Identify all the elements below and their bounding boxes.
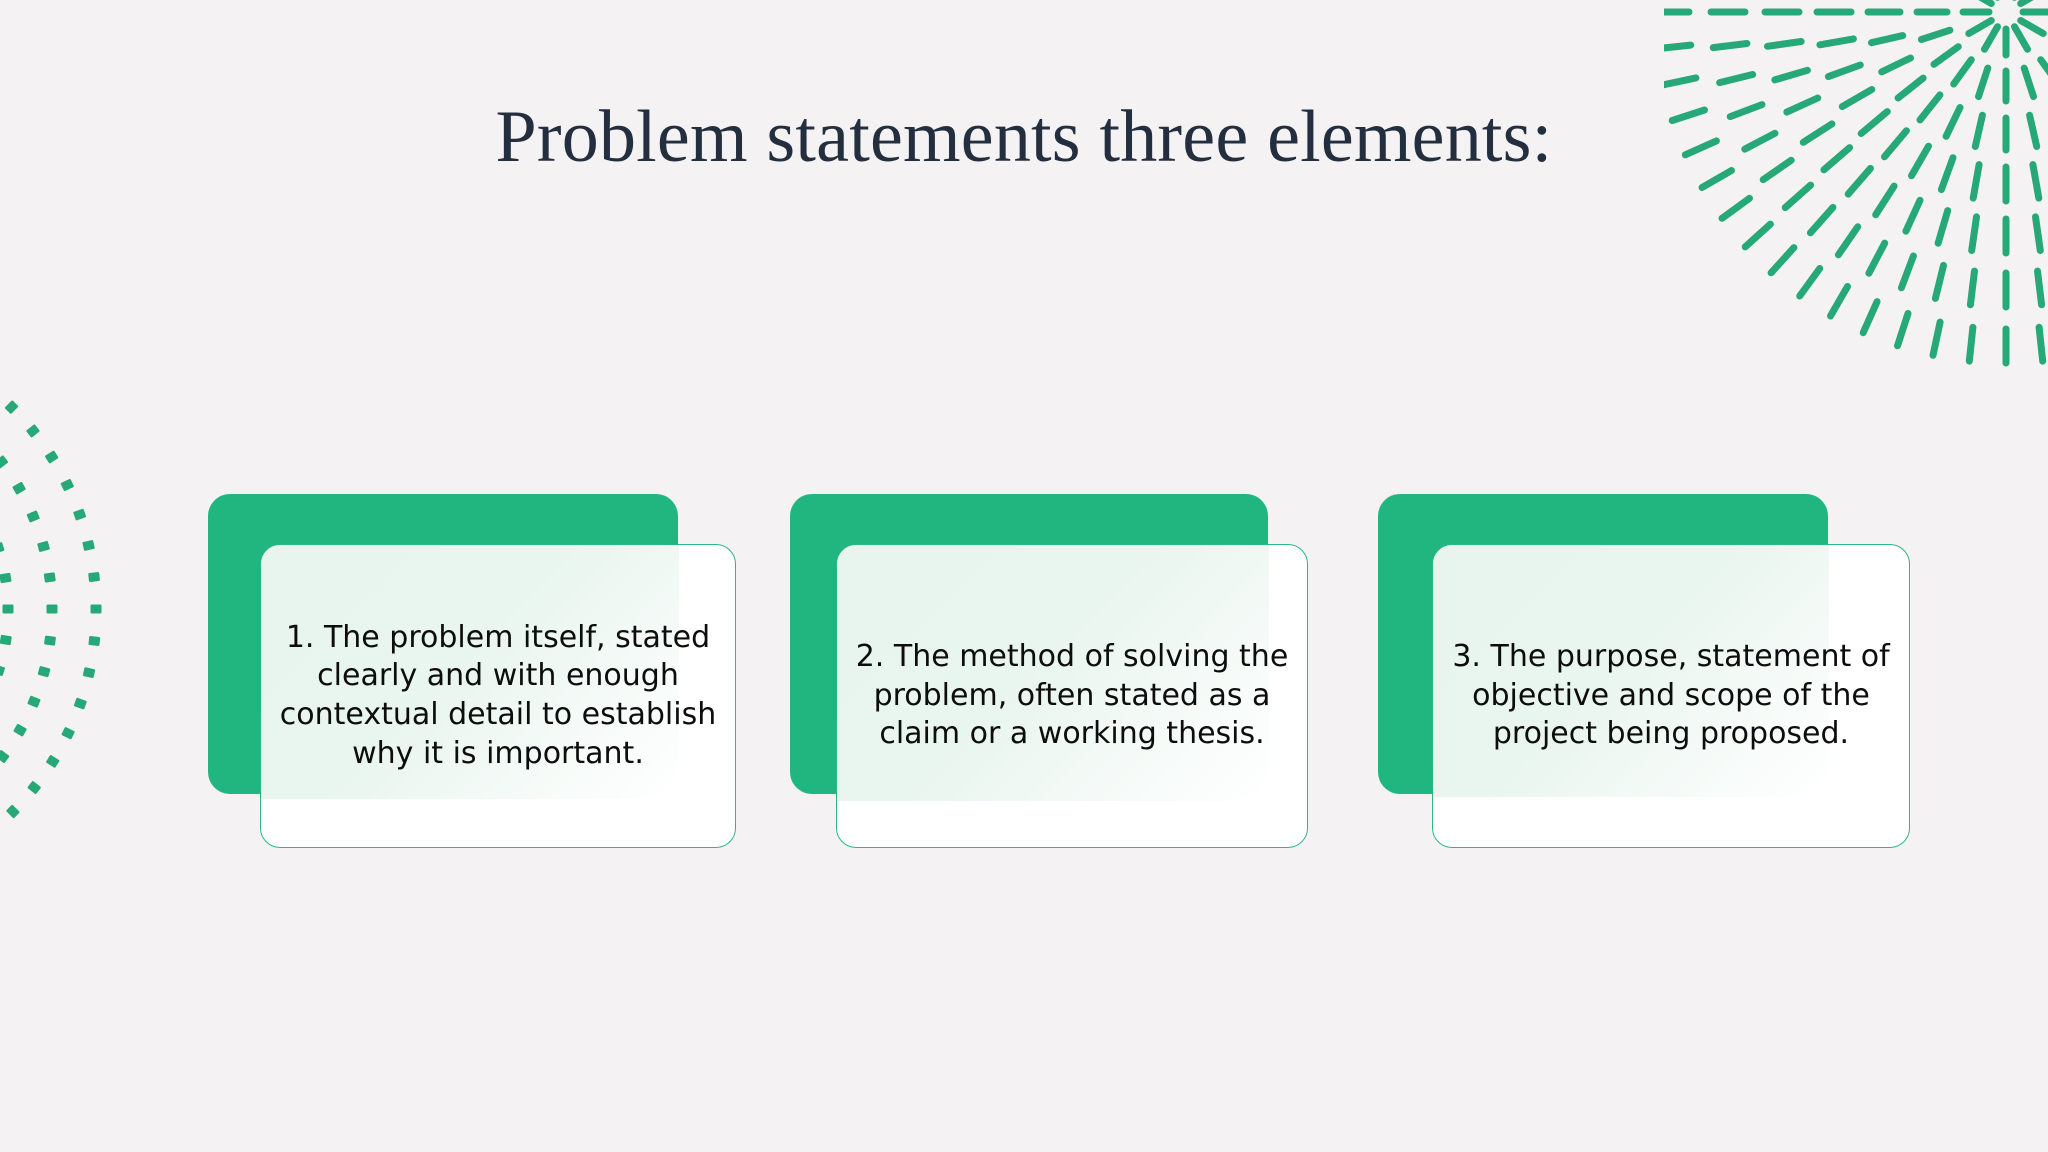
- card-1-text: 1. The problem itself, stated clearly an…: [279, 619, 717, 771]
- card-1[interactable]: 1. The problem itself, stated clearly an…: [208, 494, 736, 848]
- card-1-panel[interactable]: 1. The problem itself, stated clearly an…: [260, 544, 736, 848]
- card-2-text: 2. The method of solving the problem, of…: [855, 638, 1289, 752]
- card-2-panel[interactable]: 2. The method of solving the problem, of…: [836, 544, 1308, 848]
- page-title: Problem statements three elements:: [495, 96, 1553, 178]
- card-3-panel[interactable]: 3. The purpose, statement of objective a…: [1432, 544, 1910, 848]
- card-3[interactable]: 3. The purpose, statement of objective a…: [1378, 494, 1910, 848]
- card-3-text: 3. The purpose, statement of objective a…: [1452, 638, 1890, 752]
- card-2[interactable]: 2. The method of solving the problem, of…: [790, 494, 1308, 848]
